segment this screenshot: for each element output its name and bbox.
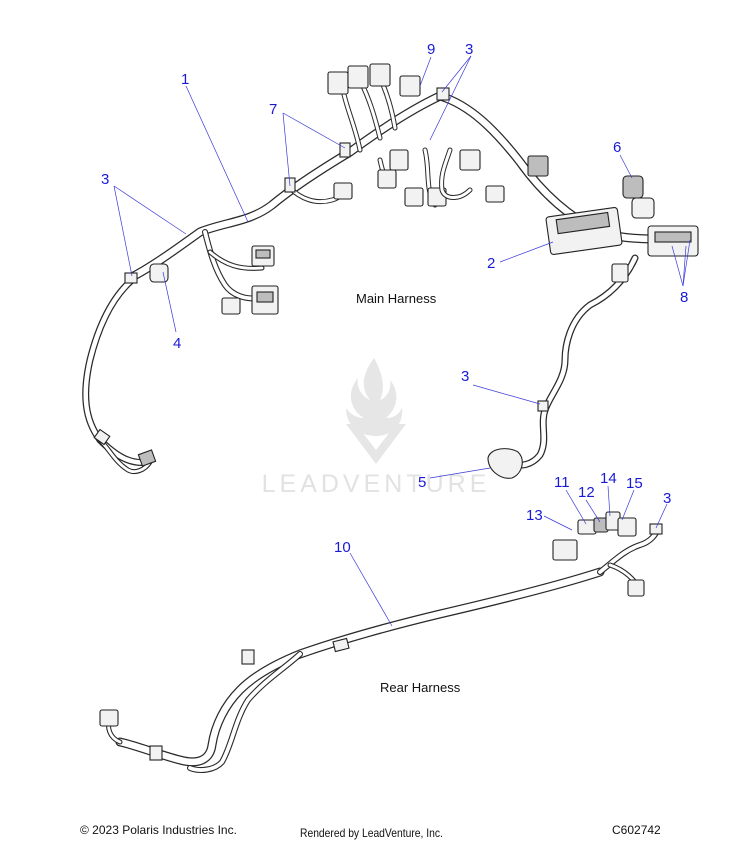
connector-lower-mid-cap	[256, 291, 274, 303]
callout-8: 8	[680, 289, 688, 306]
callout-9: 9	[427, 41, 435, 58]
callout-10: 10	[334, 539, 351, 556]
connector-hang-4	[404, 187, 424, 207]
connector-top-1	[327, 71, 349, 95]
callout-1: 1	[181, 71, 189, 88]
callout-6: 6	[613, 139, 621, 156]
clip-left-upper	[124, 272, 138, 284]
rear-harness-label: Rear Harness	[380, 680, 461, 695]
relay-cluster-cap	[654, 231, 692, 243]
connector-hang-2	[389, 149, 409, 171]
callout-2: 2	[487, 255, 495, 272]
copyright-text: © 2023 Polaris Industries Inc.	[80, 823, 237, 837]
top-branch-a-inner	[340, 83, 362, 152]
connector-13	[552, 539, 578, 561]
connector-15	[617, 517, 637, 537]
rear-harness-trunk-inner	[116, 568, 604, 766]
clip-top-3	[436, 87, 450, 101]
rear-harness-lower-inner	[188, 652, 302, 772]
connector-lower-mid-2	[221, 297, 241, 315]
main-mid-branch-2-inner	[208, 250, 264, 270]
connector-branch-7	[333, 182, 353, 200]
connector-right-top	[611, 263, 629, 283]
callout-14: 14	[600, 470, 617, 487]
grommet-4	[149, 263, 169, 283]
callout-4: 4	[173, 335, 181, 352]
clip-rear-3	[649, 523, 663, 535]
callout-15: 15	[626, 475, 643, 492]
callout-12: 12	[578, 484, 595, 501]
rear-clip-1	[241, 649, 255, 665]
relay-6	[622, 175, 644, 199]
connector-hang-6	[485, 185, 505, 203]
leader-lines	[113, 55, 691, 627]
connector-top-2	[347, 65, 369, 89]
connector-upper-mid-cap	[255, 249, 271, 259]
connector-hang-5	[459, 149, 481, 171]
connector-5-boot	[487, 448, 523, 479]
main-right-branch-inner	[507, 255, 638, 468]
fuse-box-top	[555, 211, 611, 235]
relay-6b	[631, 197, 655, 219]
connector-top-9	[399, 75, 421, 97]
connector-left-end	[137, 449, 157, 467]
connector-hang-1	[377, 169, 397, 189]
rear-harness-trunk	[115, 567, 605, 767]
rendered-by-text: Rendered by LeadVenture, Inc.	[300, 826, 443, 840]
connector-top-3	[369, 63, 391, 87]
callout-3-rear: 3	[663, 490, 671, 507]
main-harness-drawing	[82, 63, 699, 479]
main-left-branch-inner	[83, 277, 151, 465]
clip-right-3	[537, 400, 549, 412]
callout-numbers: 1 2 3 3 3 3 4 5 6 7 8 9 10 11 12 13 14 1…	[101, 41, 688, 556]
main-mid-branch-inner	[203, 230, 262, 301]
rear-harness-drawing	[99, 511, 663, 773]
callout-5: 5	[418, 474, 426, 491]
main-left-branch-2-inner	[98, 438, 152, 473]
rear-sleeve	[332, 637, 350, 653]
clip-left	[93, 428, 111, 446]
connector-11	[577, 519, 597, 535]
rear-end-connector	[99, 709, 119, 727]
callout-7: 7	[269, 101, 277, 118]
hang-branch-5-inner	[440, 148, 472, 199]
diagram-id: C602742	[612, 823, 661, 837]
main-harness-label: Main Harness	[356, 291, 437, 306]
rear-clip-2	[149, 745, 163, 761]
connector-hang-7	[527, 155, 549, 177]
callout-3-top: 3	[465, 41, 473, 58]
connector-rear-right	[627, 579, 645, 597]
clip-7b	[339, 142, 351, 158]
callout-3-right: 3	[461, 368, 469, 385]
callout-11: 11	[554, 474, 570, 491]
callout-13: 13	[526, 507, 543, 524]
callout-3-left: 3	[101, 171, 109, 188]
